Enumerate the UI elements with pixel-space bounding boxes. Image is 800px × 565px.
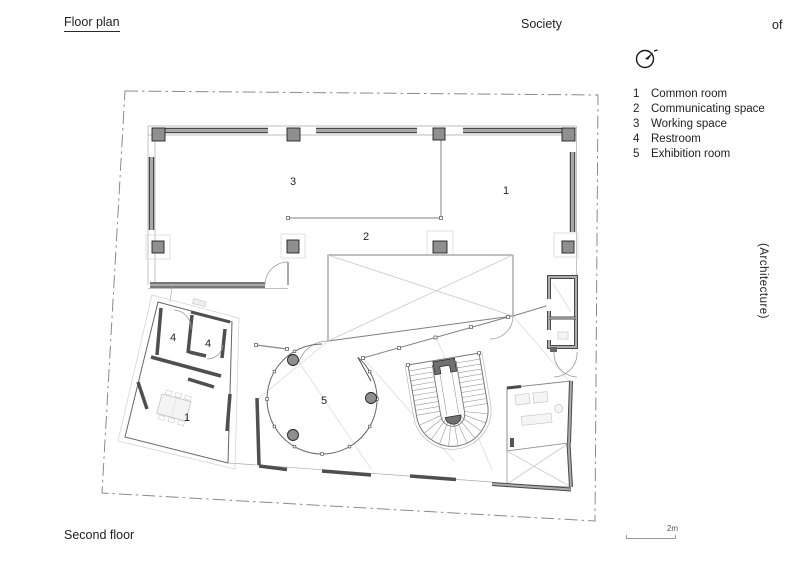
legend-item: 1 Common room (633, 87, 765, 102)
room-label-5: 5 (321, 395, 327, 407)
south-facade (228, 397, 493, 483)
legend-num: 5 (633, 148, 640, 160)
stair (404, 350, 492, 450)
header-center-text: Society (521, 17, 562, 31)
hall-walls (145, 125, 579, 303)
legend-label: Restroom (651, 133, 701, 145)
north-arrow-icon (632, 44, 666, 77)
legend: 1 Common room 2 Communicating space 3 Wo… (633, 87, 765, 162)
legend-num: 4 (633, 133, 640, 145)
columns (151, 127, 576, 254)
terrace (491, 442, 573, 492)
room-label-1b: 1 (184, 412, 190, 424)
room-label-1: 1 (503, 185, 509, 197)
void-opening (327, 254, 514, 342)
lower-left-block (117, 294, 240, 470)
room-labels: 3 1 2 5 4 4 1 (170, 176, 509, 424)
right-restroom (506, 380, 573, 452)
scale-bar: 2m (626, 524, 678, 539)
legend-item: 2 Communicating space (633, 102, 765, 117)
shaft-rooms (546, 275, 578, 378)
legend-item: 4 Restroom (633, 132, 765, 147)
exhibition-room-circle (254, 343, 379, 456)
scale-bar-line (626, 535, 676, 539)
floor-label: Second floor (64, 528, 135, 542)
side-caption: (Architecture) (757, 243, 769, 320)
scale-label: 2m (666, 524, 678, 533)
room-label-2: 2 (363, 231, 369, 243)
legend-num: 3 (633, 118, 640, 130)
legend-label: Exhibition room (651, 148, 731, 160)
legend-num: 1 (633, 88, 640, 100)
legend-label: Common room (651, 88, 728, 100)
legend-label: Working space (651, 118, 727, 130)
header-right-text: of (772, 18, 783, 32)
legend-label: Communicating space (651, 103, 765, 115)
legend-item: 5 Exhibition room (633, 147, 765, 162)
page-title: Floor plan (64, 15, 120, 32)
room-label-4b: 4 (205, 338, 211, 350)
desk (156, 389, 192, 427)
room-label-3: 3 (290, 176, 296, 188)
legend-item: 3 Working space (633, 117, 765, 132)
legend-num: 2 (633, 103, 640, 115)
room-label-4a: 4 (170, 332, 176, 344)
site-boundary (101, 90, 599, 522)
